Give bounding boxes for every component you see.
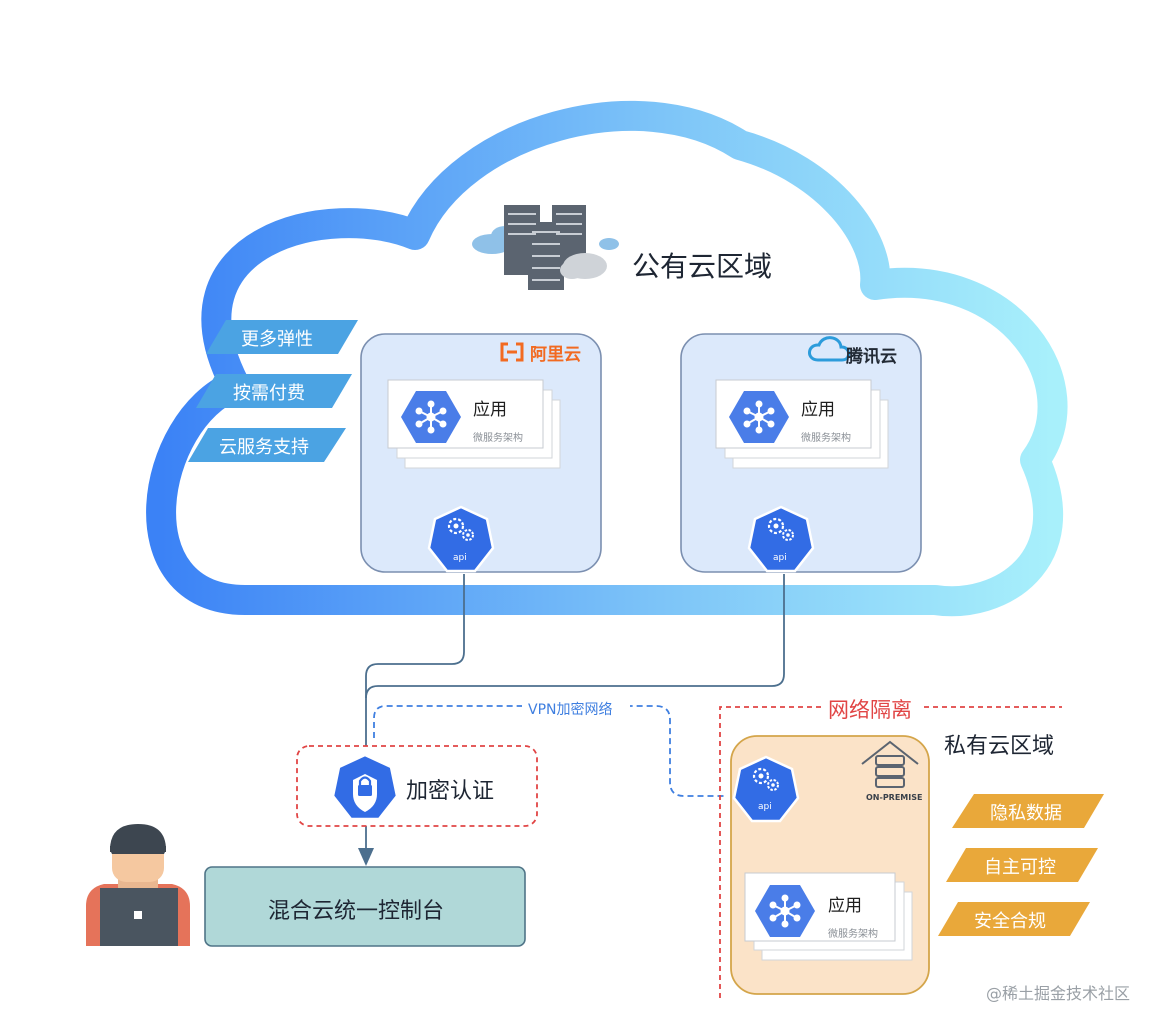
private-feature-banners: [938, 794, 1104, 936]
network-isolation-label: 网络隔离: [828, 698, 912, 722]
public-feature-2: 按需付费: [233, 383, 305, 404]
public-feature-banners: [188, 320, 358, 462]
private-app-title: 应用: [828, 896, 862, 916]
user-avatar-icon: [86, 824, 190, 946]
lock-icon: [353, 774, 377, 812]
console-label: 混合云统一控制台: [268, 899, 445, 924]
aliyun-api-label: api: [453, 553, 467, 563]
aliyun-app-title: 应用: [473, 400, 507, 420]
aliyun-brand-label: 阿里云: [530, 345, 581, 365]
private-feature-2: 自主可控: [984, 857, 1056, 878]
auth-label: 加密认证: [406, 779, 495, 804]
tencent-app-title: 应用: [801, 400, 835, 420]
private-api-label: api: [758, 802, 772, 812]
tencent-app-sub: 微服务架构: [801, 433, 851, 444]
public-feature-1: 更多弹性: [241, 329, 313, 350]
private-feature-3: 安全合规: [974, 911, 1046, 932]
on-premise-house-icon: [861, 740, 919, 788]
server-rack-icon: [472, 205, 619, 290]
tencent-brand-label: 腾讯云: [846, 347, 897, 367]
private-cloud-title: 私有云区域: [944, 734, 1055, 759]
vpn-label: VPN加密网络: [528, 702, 613, 718]
private-feature-1: 隐私数据: [990, 803, 1062, 824]
on-premise-label: ON-PREMISE: [866, 793, 923, 802]
vpn-dashed-line: [373, 705, 726, 797]
console-box: [204, 866, 526, 947]
public-feature-3: 云服务支持: [219, 437, 309, 458]
arrow-head: [358, 848, 374, 866]
tencent-cloud-logo-icon: [808, 336, 851, 362]
private-app-sub: 微服务架构: [828, 929, 878, 940]
watermark: @稀土掘金技术社区: [986, 984, 1131, 1003]
public-cloud-title: 公有云区域: [632, 250, 773, 283]
tencent-api-label: api: [773, 553, 787, 563]
aliyun-app-sub: 微服务架构: [473, 433, 523, 444]
network-isolation-border: [719, 706, 1062, 998]
connection-lines: [365, 574, 785, 850]
aliyun-logo-icon: [500, 342, 524, 362]
